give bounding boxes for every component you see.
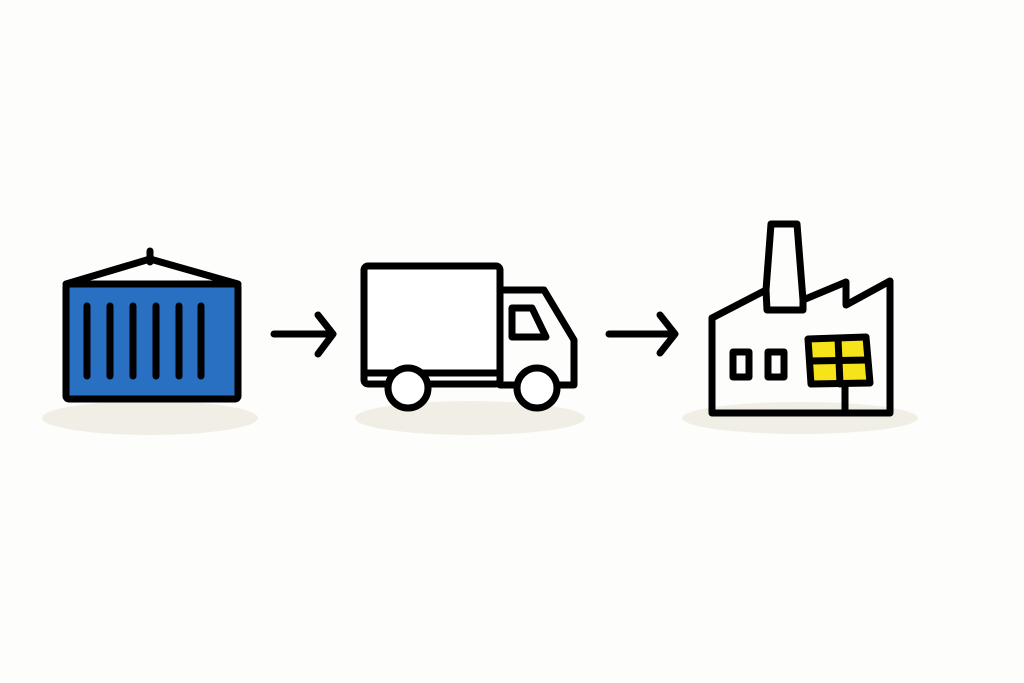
container-shadow: [42, 401, 258, 435]
factory-icon: [708, 220, 894, 417]
delivery-truck-icon: [360, 262, 578, 412]
factory-shadow: [682, 402, 918, 434]
arrow-right-icon: [605, 311, 679, 357]
arrow-right-icon: [270, 311, 337, 358]
shipping-container-icon: [62, 247, 242, 403]
front-wheel: [513, 364, 561, 412]
rear-wheel: [384, 364, 432, 412]
